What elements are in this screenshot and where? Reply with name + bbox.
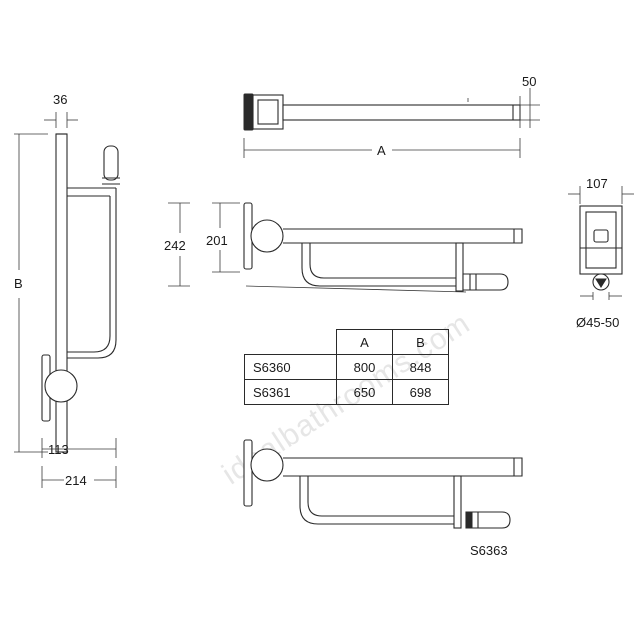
table-row: S6361 650 698 [244,379,449,405]
table-header-row: A B [244,329,449,355]
variant-holder [465,511,511,529]
variant-model-label: S6363 [470,543,508,558]
front-holder [462,273,509,291]
table-header-cell: A [336,329,393,355]
dimension-table: A B S6360 800 848 S6361 650 698 [244,329,449,405]
side-vertical-tube [55,133,68,453]
side-view: 36 B 113 214 [14,92,120,488]
dim-50-label: 50 [522,74,536,89]
side-holder-cap [103,145,119,181]
dim-b-label: B [14,276,23,291]
variant-view [243,439,523,529]
dim-a-label: A [377,143,386,158]
dim-diameter-label: Ø45-50 [576,315,619,330]
table-cell: 848 [392,354,449,380]
variant-pivot-disc [250,448,284,482]
top-wall-plate [243,93,254,131]
dim-113-label: 113 [48,442,69,457]
dim-201-label: 201 [206,233,228,248]
side-pivot-disc [44,369,78,403]
variant-wall-plate [243,439,253,507]
variant-upright [453,475,462,529]
dim-36-label: 36 [53,92,67,107]
front-rail [283,228,523,244]
table-cell: 650 [336,379,393,405]
front-view: 242 201 [164,202,523,293]
table-cell: S6361 [244,379,337,405]
front-upright [455,242,464,292]
dim-107-label: 107 [586,176,608,191]
table-header-cell [244,329,337,355]
end-view: 107 Ø45-50 [568,176,634,330]
table-cell: S6360 [244,354,337,380]
side-support-leg [67,196,111,353]
front-pivot-disc [250,219,284,253]
variant-rail [283,457,523,477]
table-header-cell: B [392,329,449,355]
table-row: S6360 800 848 [244,354,449,380]
front-support-loop [301,243,462,287]
table-cell: 800 [336,354,393,380]
top-view: 50 A [243,74,540,158]
table-cell: 698 [392,379,449,405]
dim-242-label: 242 [164,238,186,253]
top-rail-bar [282,104,521,121]
dim-214-label: 214 [65,473,87,488]
